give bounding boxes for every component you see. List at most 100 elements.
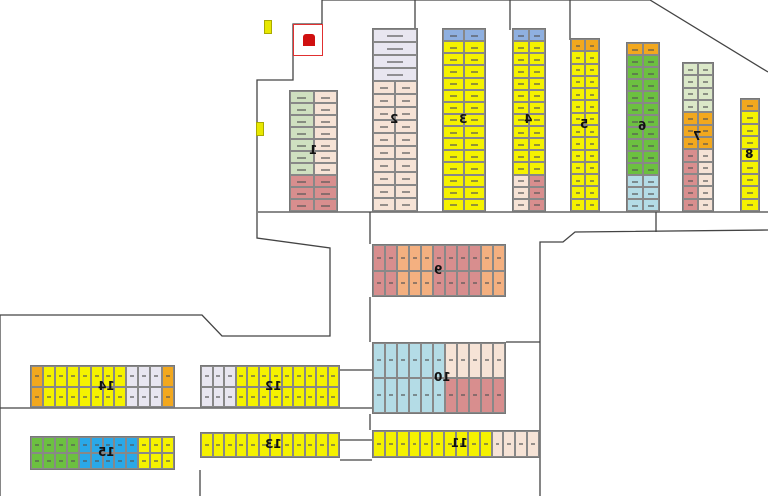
parking-space[interactable]: [290, 103, 314, 115]
parking-space[interactable]: [529, 198, 545, 211]
parking-space[interactable]: [373, 68, 417, 81]
parking-space[interactable]: [529, 186, 545, 199]
parking-space[interactable]: [235, 386, 247, 407]
parking-space[interactable]: [464, 89, 485, 102]
parking-space[interactable]: [281, 366, 293, 387]
parking-space[interactable]: [443, 186, 464, 199]
parking-space[interactable]: [683, 63, 698, 76]
parking-space[interactable]: [643, 163, 659, 175]
parking-space[interactable]: [464, 77, 485, 90]
parking-space[interactable]: [138, 437, 151, 453]
parking-space[interactable]: [464, 198, 485, 211]
parking-space[interactable]: [313, 91, 337, 103]
parking-space[interactable]: [316, 433, 328, 457]
parking-space[interactable]: [433, 378, 445, 413]
parking-space[interactable]: [66, 453, 79, 469]
parking-space[interactable]: [464, 113, 485, 127]
parking-space[interactable]: [698, 63, 713, 76]
parking-space[interactable]: [683, 186, 698, 199]
parking-space[interactable]: [698, 87, 713, 100]
parking-space[interactable]: [503, 431, 516, 457]
parking-space[interactable]: [290, 115, 314, 127]
parking-space[interactable]: [571, 198, 585, 211]
parking-space[interactable]: [201, 386, 213, 407]
parking-space[interactable]: [741, 111, 759, 124]
parking-space[interactable]: [457, 270, 469, 296]
parking-space[interactable]: [54, 366, 67, 387]
parking-space[interactable]: [683, 112, 698, 125]
parking-space[interactable]: [513, 53, 529, 66]
parking-space[interactable]: [433, 245, 445, 271]
parking-space[interactable]: [627, 115, 643, 127]
parking-space[interactable]: [643, 103, 659, 115]
parking-space[interactable]: [529, 101, 545, 114]
parking-space[interactable]: [493, 343, 505, 378]
parking-space[interactable]: [683, 173, 698, 187]
parking-space[interactable]: [643, 127, 659, 139]
parking-space[interactable]: [491, 431, 504, 457]
parking-space[interactable]: [373, 198, 395, 211]
parking-space[interactable]: [126, 453, 139, 469]
parking-space[interactable]: [395, 172, 417, 185]
parking-space[interactable]: [316, 386, 328, 407]
parking-space[interactable]: [409, 378, 421, 413]
parking-space[interactable]: [683, 136, 698, 150]
parking-block-12[interactable]: [200, 365, 340, 408]
parking-space[interactable]: [513, 162, 529, 175]
parking-space[interactable]: [481, 343, 493, 378]
parking-space[interactable]: [162, 366, 174, 387]
parking-space[interactable]: [313, 115, 337, 127]
parking-space[interactable]: [78, 386, 91, 407]
parking-space[interactable]: [643, 187, 659, 199]
parking-space[interactable]: [513, 29, 529, 42]
parking-space[interactable]: [385, 378, 397, 413]
parking-space[interactable]: [270, 433, 282, 457]
parking-space[interactable]: [102, 386, 115, 407]
parking-space[interactable]: [397, 245, 409, 271]
parking-space[interactable]: [455, 431, 468, 457]
parking-space[interactable]: [293, 366, 305, 387]
parking-space[interactable]: [270, 366, 282, 387]
parking-space[interactable]: [293, 433, 305, 457]
parking-space[interactable]: [443, 150, 464, 163]
parking-space[interactable]: [698, 186, 713, 199]
parking-space[interactable]: [373, 159, 395, 172]
parking-space[interactable]: [585, 149, 599, 162]
parking-space[interactable]: [327, 433, 339, 457]
parking-space[interactable]: [469, 270, 481, 296]
parking-space[interactable]: [290, 163, 314, 175]
parking-space[interactable]: [373, 120, 395, 133]
parking-space[interactable]: [313, 187, 337, 199]
parking-space[interactable]: [683, 198, 698, 211]
parking-space[interactable]: [293, 386, 305, 407]
parking-space[interactable]: [585, 100, 599, 113]
parking-space[interactable]: [443, 29, 464, 42]
parking-block-10[interactable]: [372, 342, 506, 414]
parking-space[interactable]: [373, 42, 417, 55]
parking-space[interactable]: [443, 174, 464, 187]
parking-space[interactable]: [585, 174, 599, 187]
parking-space[interactable]: [150, 386, 163, 407]
parking-space[interactable]: [683, 149, 698, 162]
parking-space[interactable]: [529, 41, 545, 54]
parking-space[interactable]: [643, 151, 659, 163]
parking-space[interactable]: [479, 431, 492, 457]
parking-space[interactable]: [443, 113, 464, 127]
parking-space[interactable]: [683, 87, 698, 100]
parking-space[interactable]: [529, 162, 545, 175]
parking-space[interactable]: [395, 159, 417, 172]
parking-block-4[interactable]: [512, 28, 546, 212]
parking-space[interactable]: [90, 386, 103, 407]
parking-space[interactable]: [585, 75, 599, 89]
parking-space[interactable]: [513, 101, 529, 114]
parking-space[interactable]: [683, 75, 698, 88]
parking-space[interactable]: [90, 366, 103, 387]
parking-space[interactable]: [290, 187, 314, 199]
parking-space[interactable]: [247, 386, 259, 407]
parking-space[interactable]: [464, 138, 485, 151]
parking-space[interactable]: [327, 386, 339, 407]
parking-space[interactable]: [443, 198, 464, 211]
parking-space[interactable]: [585, 112, 599, 125]
parking-space[interactable]: [90, 453, 103, 469]
parking-space[interactable]: [627, 151, 643, 163]
